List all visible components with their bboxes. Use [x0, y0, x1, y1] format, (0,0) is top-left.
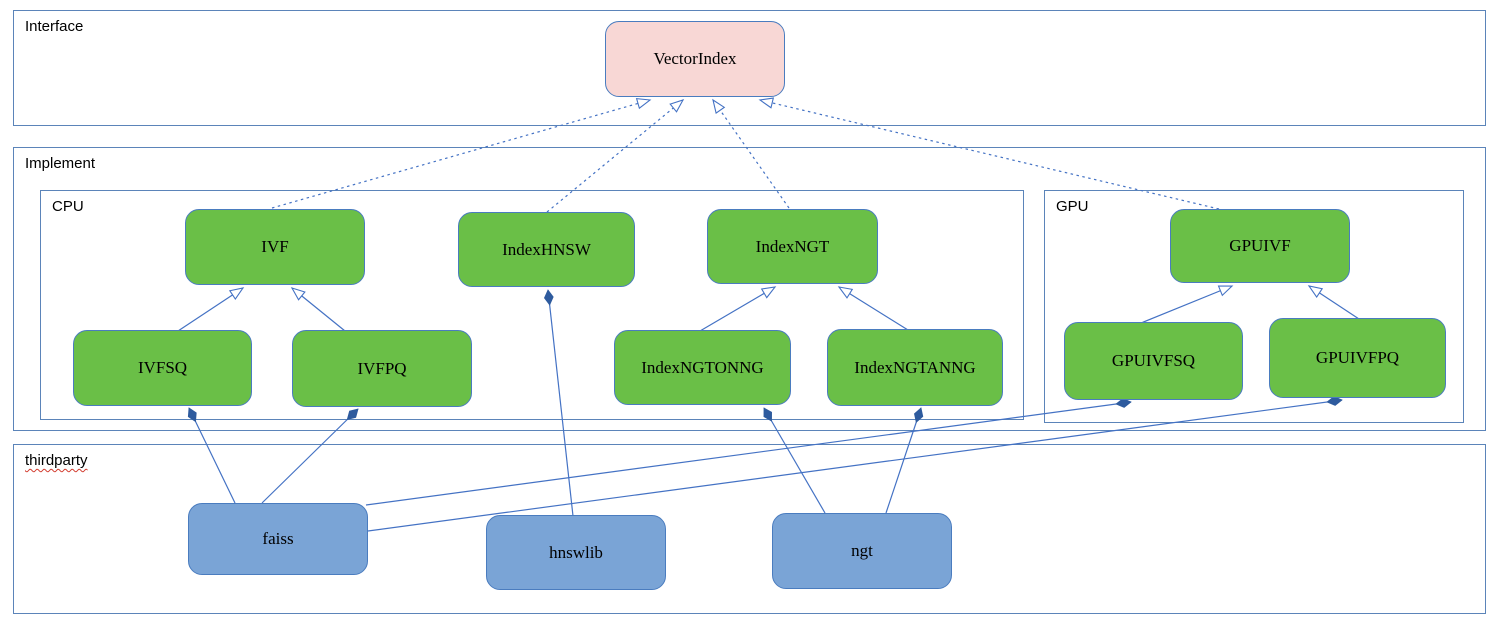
edge-ivf-vectorindex: [271, 97, 652, 209]
edge-gpuivfsq-gpuivf: [1140, 285, 1234, 324]
node-ngt: ngt: [772, 513, 952, 589]
node-gpuivfsq-label: GPUIVFSQ: [1111, 351, 1196, 370]
node-indexngtanng: IndexNGTANNG: [827, 329, 1003, 406]
container-gpu-label: GPU: [1056, 198, 1089, 215]
edge-ivfpq-ivf: [290, 287, 346, 332]
node-ivfsq-label: IVFSQ: [137, 358, 188, 377]
node-ivf-label: IVF: [261, 237, 289, 256]
edge-indexngtanng-indexngt: [837, 286, 909, 331]
node-ivf: IVF: [185, 209, 365, 285]
node-hnswlib-label: hnswlib: [549, 542, 603, 562]
edge-ngt-indexngtonng: [763, 407, 826, 514]
node-faiss: faiss: [188, 503, 368, 575]
edge-ivfsq-ivf: [177, 287, 245, 332]
edge-gpuivf-vectorindex: [758, 97, 1220, 210]
container-gpu: GPU: [1044, 190, 1464, 423]
node-gpuivfpq-label: GPUIVFPQ: [1315, 348, 1400, 367]
node-gpuivfpq: GPUIVFPQ: [1269, 318, 1446, 398]
edge-faiss-ivfsq: [187, 407, 236, 504]
node-gpuivf-label: GPUIVF: [1229, 236, 1291, 255]
container-implement: Implement: [13, 147, 1486, 431]
node-indexngtanng-label: IndexNGTANNG: [854, 357, 976, 377]
node-faiss-label: faiss: [262, 529, 294, 548]
node-ngt-label: ngt: [851, 541, 873, 560]
node-indexngt: IndexNGT: [707, 209, 878, 284]
edge-indexngt-vectorindex: [712, 98, 790, 209]
node-indexngtonng-label: IndexNGTONNG: [641, 357, 764, 377]
edge-faiss-ivfpq: [261, 408, 359, 504]
container-cpu: CPU: [40, 190, 1024, 420]
node-ivfpq: IVFPQ: [292, 330, 472, 407]
container-interface-label: Interface: [25, 18, 84, 35]
node-gpuivfsq: GPUIVFSQ: [1064, 322, 1243, 400]
node-vectorindex: VectorIndex: [605, 21, 785, 97]
edge-hnswlib-indexhnsw: [543, 289, 574, 517]
edge-gpuivfpq-gpuivf: [1307, 285, 1360, 320]
edge-indexngtonng-indexngt: [699, 286, 777, 332]
node-vectorindex-label: VectorIndex: [653, 49, 737, 68]
node-indexhnsw-label: IndexHNSW: [502, 239, 591, 259]
edge-faiss-gpuivfpq: [367, 396, 1343, 532]
edge-indexhnsw-vectorindex: [546, 99, 685, 213]
edge-faiss-gpuivfsq: [365, 398, 1132, 506]
edge-ngt-indexngtanng: [885, 407, 924, 514]
container-implement-label: Implement: [25, 155, 96, 172]
container-interface: Interface: [13, 10, 1486, 126]
node-indexngt-label: IndexNGT: [755, 236, 830, 256]
node-indexhnsw: IndexHNSW: [458, 212, 635, 287]
node-hnswlib: hnswlib: [486, 515, 666, 590]
container-cpu-label: CPU: [52, 198, 84, 215]
container-thirdparty-label: thirdparty: [25, 452, 88, 469]
node-ivfpq-label: IVFPQ: [357, 358, 407, 378]
node-ivfsq: IVFSQ: [73, 330, 252, 406]
node-gpuivf: GPUIVF: [1170, 209, 1350, 283]
container-thirdparty: thirdparty: [13, 444, 1486, 614]
node-indexngtonng: IndexNGTONNG: [614, 330, 791, 405]
